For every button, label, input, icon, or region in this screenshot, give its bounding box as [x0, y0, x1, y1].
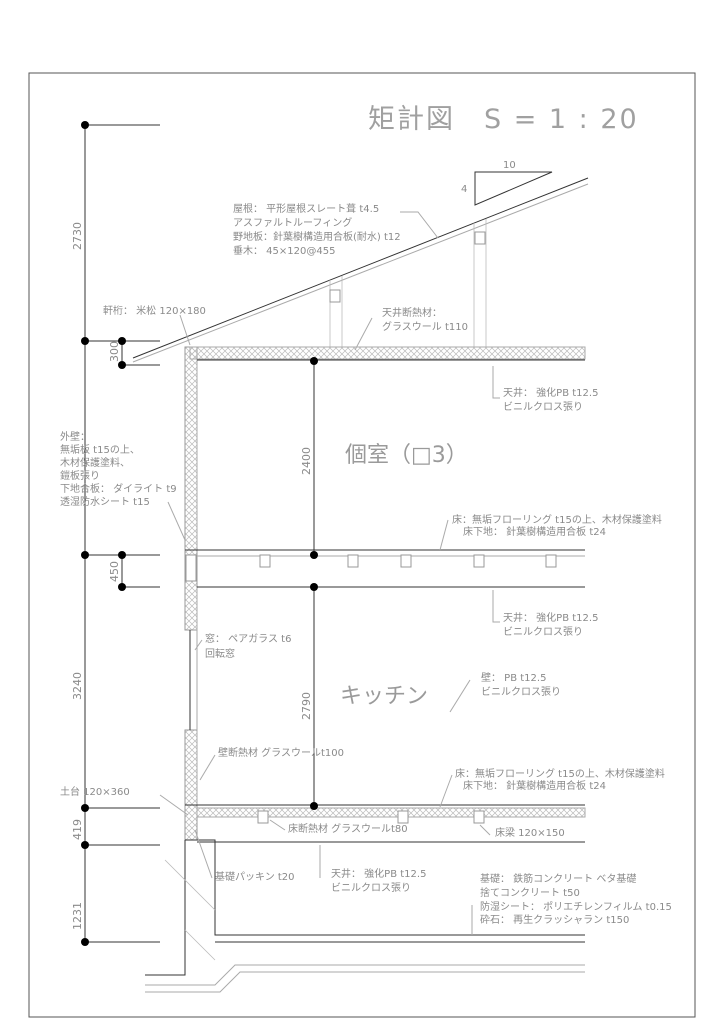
note-line: 床下地： 針葉樹構造用合板 t24 [463, 779, 606, 792]
dimension-label: 2790 [300, 692, 313, 720]
note-line: 下地合板： ダイライト t9 [60, 482, 177, 495]
note-line: 回転窓 [205, 647, 235, 660]
note-line: 砕石： 再生クラッシャラン t150 [480, 913, 629, 926]
slope-run: 10 [503, 160, 516, 171]
note-line: ビニルクロス張り [503, 626, 583, 638]
note-line: 無垢板 t15の上、 [60, 443, 140, 456]
dimension-label: 300 [108, 341, 121, 362]
slope-rise: 4 [461, 184, 467, 195]
eave-beam-note: 軒桁： 米松 120×180 [103, 304, 206, 317]
annotations: 屋根： 平形屋根スレート葺 t4.5アスファルトルーフィング野地板：針葉樹構造用… [60, 202, 672, 926]
upper-ceiling [189, 346, 586, 361]
note-line: 床下地： 針葉樹構造用合板 t24 [463, 525, 606, 538]
note-line: 壁： PB t12.5 [481, 671, 546, 684]
drawing-border [28, 72, 696, 1018]
inner-dimension-chain: 2400 2790 [300, 357, 318, 810]
roof [132, 177, 589, 363]
sill-note: 土台 120×360 [60, 785, 130, 798]
note-line: 天井： 強化PB t12.5 [331, 867, 426, 880]
ceiling-middle-note: 天井： 強化PB t12.5 ビニルクロス張り [503, 611, 598, 638]
note-line: 床：無垢フローリング t15の上、木材保護塗料 [455, 767, 665, 780]
floor-insulation-note: 床断熱材 グラスウールt80 [288, 822, 408, 835]
roof-note: 屋根： 平形屋根スレート葺 t4.5アスファルトルーフィング野地板：針葉樹構造用… [233, 202, 401, 257]
note-line: 外壁： [60, 430, 90, 443]
note-line: 天井断熱材： [382, 306, 442, 319]
exterior-wall [184, 346, 198, 841]
note-line: 防湿シート： ポリエチレンフィルム t0.15 [480, 900, 672, 913]
note-line: ビニルクロス張り [503, 401, 583, 413]
outer-dimension-chain: 2730 300 450 3240 419 1231 [71, 121, 160, 946]
dimension-label: 450 [108, 561, 121, 582]
note-line: 床：無垢フローリング t15の上、木材保護塗料 [452, 513, 662, 526]
drawing-title: 矩計図 S = 1 : 20 [368, 104, 639, 135]
middle-floor [185, 549, 585, 588]
ceiling-insulation-note: 天井断熱材：グラスウール t110 [382, 306, 468, 333]
note-line: 基礎： 鉄筋コンクリート ベタ基礎 [480, 872, 636, 885]
note-line: 鎧板張り [60, 469, 100, 482]
wall-insulation-note: 壁断熱材 グラスウールt100 [218, 746, 344, 759]
note-line: 木材保護塗料、 [60, 456, 130, 469]
floor-beam-note: 床梁 120×150 [495, 826, 565, 839]
window-note: 窓： ペアガラス t6 回転窓 [205, 632, 291, 660]
note-line: 透湿防水シート t15 [60, 495, 150, 508]
room-name-upper: 個室（□3） [345, 443, 468, 468]
dimension-label: 419 [71, 819, 84, 840]
note-line: 天井： 強化PB t12.5 [503, 386, 598, 399]
dimension-label: 2400 [300, 447, 313, 475]
note-line: 野地板：針葉樹構造用合板(耐水) t12 [233, 230, 401, 243]
note-line: 屋根： 平形屋根スレート葺 t4.5 [233, 202, 379, 215]
leader-lines [159, 314, 500, 935]
foundation [145, 839, 585, 993]
note-line: 窓： ペアガラス t6 [205, 632, 291, 645]
note-line: アスファルトルーフィング [233, 216, 352, 229]
wall-note: 壁： PB t12.5 ビニルクロス張り [481, 671, 561, 698]
dimension-label: 1231 [71, 902, 84, 930]
ceiling-upper-note: 天井： 強化PB t12.5 ビニルクロス張り [503, 386, 598, 413]
note-line: ビニルクロス張り [331, 882, 411, 894]
note-line: ビニルクロス張り [481, 686, 561, 698]
foundation-packing-note: 基礎パッキン t20 [215, 870, 295, 883]
ceiling-lower-note: 天井： 強化PB t12.5 ビニルクロス張り [331, 867, 426, 894]
dimension-label: 2730 [71, 222, 84, 250]
note-line: グラスウール t110 [382, 320, 468, 333]
dimension-label: 3240 [71, 672, 84, 700]
note-line: 垂木： 45×120@455 [233, 245, 335, 257]
slope-indicator: 10 4 [461, 160, 553, 206]
note-line: 捨てコンクリート t50 [480, 886, 580, 899]
note-line: 天井： 強化PB t12.5 [503, 611, 598, 624]
lower-floor [185, 804, 586, 843]
room-name-lower: キッチン [340, 684, 428, 709]
